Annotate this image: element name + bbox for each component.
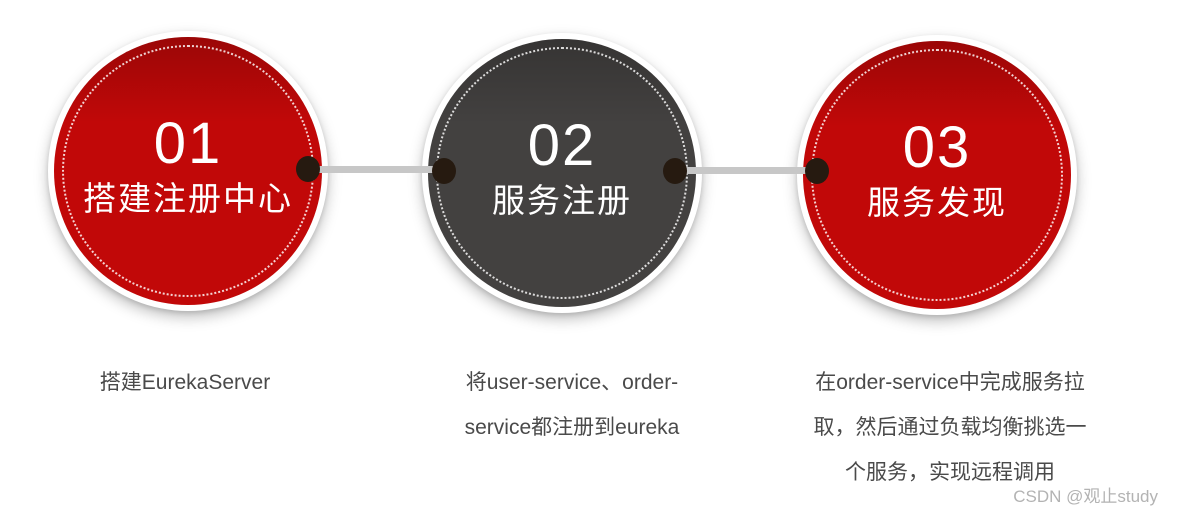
connector-line-2	[675, 167, 817, 174]
connector-line-1	[308, 166, 444, 173]
step-title-3: 服务发现	[867, 184, 1007, 221]
connector-dot-4	[805, 158, 829, 184]
step-description-1: 搭建EurekaServer	[30, 360, 340, 405]
step-circle-3: 03 服务发现	[797, 35, 1077, 315]
step-circle-1: 01 搭建注册中心	[48, 31, 328, 311]
step-number-2: 02	[527, 113, 597, 178]
step-circle-3-fill: 03 服务发现	[803, 41, 1071, 309]
description-line: 将user-service、order-	[465, 371, 679, 394]
description-line: service都注册到eureka	[464, 416, 680, 439]
step-number-3: 03	[902, 115, 972, 180]
description-line: 个服务，实现远程调用	[845, 461, 1055, 484]
connector-dot-2	[432, 158, 456, 184]
connector-dot-3	[663, 158, 687, 184]
step-circle-1-fill: 01 搭建注册中心	[54, 37, 322, 305]
description-line: 在order-service中完成服务拉	[815, 371, 1085, 394]
watermark: CSDN @观止study	[1013, 487, 1158, 506]
description-line: 搭建EurekaServer	[99, 371, 271, 394]
step-description-2: 将user-service、order- service都注册到eureka	[407, 360, 737, 450]
connector-dot-1	[296, 156, 320, 182]
step-title-2: 服务注册	[492, 182, 632, 219]
step-circle-2-content: 02 服务注册	[492, 115, 632, 221]
step-circle-1-content: 01 搭建注册中心	[83, 113, 293, 219]
step-circle-3-content: 03 服务发现	[867, 117, 1007, 223]
step-circle-2-fill: 02 服务注册	[428, 39, 696, 307]
step-number-1: 01	[153, 111, 223, 176]
step-title-1: 搭建注册中心	[83, 180, 293, 217]
step-circle-2: 02 服务注册	[422, 33, 702, 313]
step-description-3: 在order-service中完成服务拉 取，然后通过负载均衡挑选一 个服务，实…	[765, 360, 1135, 495]
description-line: 取，然后通过负载均衡挑选一	[813, 416, 1087, 439]
